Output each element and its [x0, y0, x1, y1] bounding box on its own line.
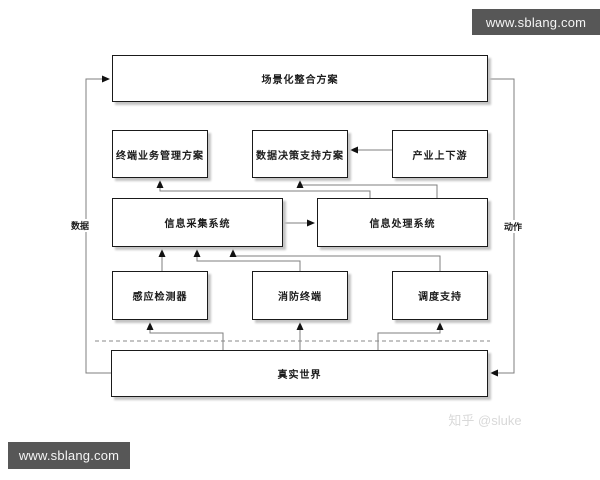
edge-realworld-to-dispatch — [377, 322, 444, 350]
watermark-top-right: www.sblang.com — [472, 9, 600, 35]
node-terminal-business-mgmt: 终端业务管理方案 — [112, 130, 208, 178]
edge-label-action: 动作 — [503, 220, 524, 233]
watermark-bottom-left: www.sblang.com — [8, 442, 130, 469]
node-integration-solution: 场景化整合方案 — [112, 55, 488, 102]
edge-label-data: 数据 — [70, 219, 91, 232]
edge-dispatch-to-collection — [229, 249, 441, 271]
node-induction-detector: 感应检测器 — [112, 271, 208, 320]
node-info-processing-system: 信息处理系统 — [317, 198, 488, 247]
edge-fire-to-collection — [193, 249, 301, 271]
edge-processing-to-decision — [296, 180, 438, 198]
node-industry-chain: 产业上下游 — [392, 130, 488, 178]
node-data-decision-support: 数据决策支持方案 — [252, 130, 348, 178]
edge-realworld-to-sensor — [146, 322, 224, 350]
edge-processing-to-terminal — [156, 180, 371, 198]
node-real-world: 真实世界 — [111, 350, 488, 397]
node-info-collection-system: 信息采集系统 — [112, 198, 283, 247]
node-dispatch-support: 调度支持 — [392, 271, 488, 320]
node-fire-terminal: 消防终端 — [252, 271, 348, 320]
author-credit: 知乎 @sluke — [448, 413, 522, 428]
